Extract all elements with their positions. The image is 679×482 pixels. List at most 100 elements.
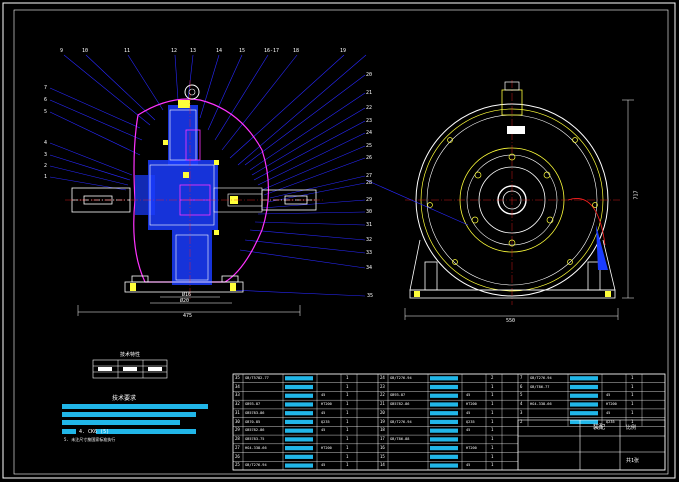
part-qty: 1 (346, 383, 349, 389)
part-number: 27 (235, 444, 240, 450)
part-number: 25 (235, 462, 240, 468)
part-material: 45 (466, 393, 471, 398)
parts-table-grid (233, 373, 665, 471)
part-name-highlight (285, 446, 313, 451)
small-table-title: 技术特性 (120, 352, 141, 358)
part-name-highlight (430, 411, 458, 416)
part-name-highlight (570, 402, 598, 407)
part-material: 45 (321, 428, 326, 433)
callout-22: 22 (366, 105, 373, 111)
part-number: 35 (235, 375, 240, 380)
part-number: 15 (380, 453, 385, 459)
part-name-highlight (430, 446, 458, 451)
part-name-highlight (570, 384, 598, 390)
part-material: Q235 (466, 419, 475, 424)
part-material: HT200 (466, 445, 477, 450)
callout-10: 10 (82, 48, 89, 54)
part-code: GB5782-86 (245, 428, 265, 433)
part-name-highlight (570, 419, 598, 425)
part-material: 45 (321, 410, 326, 415)
callout-31: 31 (366, 222, 373, 228)
part-material: 45 (321, 463, 326, 468)
part-number: 26 (235, 453, 240, 459)
part-code: GB5783-75 (245, 437, 265, 442)
tech-req-title: 技术要求 (112, 395, 137, 402)
callout-23: 23 (366, 118, 373, 124)
part-name-highlight (430, 428, 458, 433)
callout-9: 9 (60, 48, 64, 54)
tech-requirements-block (62, 404, 208, 434)
part-qty: 1 (491, 383, 494, 389)
part-qty: 1 (346, 418, 349, 424)
part-name-highlight (285, 454, 313, 459)
callout-7: 7 (44, 85, 48, 91)
callout-4: 4 (44, 140, 48, 146)
part-number: 31 (235, 409, 240, 415)
callout-18: 18 (293, 48, 300, 54)
end-view (365, 80, 634, 320)
part-name-highlight (285, 411, 313, 416)
part-number: 19 (380, 418, 385, 424)
callout-28: 28 (366, 180, 373, 186)
part-code: GB/T86-88 (390, 437, 410, 442)
part-code: GB5783-86 (245, 410, 265, 415)
part-qty: 1 (631, 375, 634, 380)
part-material: 45 (466, 463, 471, 468)
part-name-highlight (430, 376, 458, 381)
part-number: 28 (235, 436, 240, 442)
callout-35: 35 (367, 293, 374, 299)
part-name-highlight (430, 393, 458, 398)
callout-11: 11 (124, 48, 131, 54)
callout-33: 33 (366, 250, 373, 256)
part-number: 34 (235, 383, 240, 389)
part-number: 22 (380, 392, 385, 398)
part-code: GB/T86-77 (530, 384, 550, 389)
part-qty: 1 (631, 383, 634, 389)
part-number: 2 (520, 418, 523, 424)
part-qty: 1 (491, 444, 494, 450)
part-qty: 1 (346, 427, 349, 433)
callout-34: 34 (366, 265, 373, 271)
callout-20: 20 (366, 72, 373, 78)
part-number: 32 (235, 401, 240, 407)
dim-mid: Ø20 (180, 298, 190, 304)
tech-req-note-5: 5. 未注尺寸按国家标准执行 (64, 437, 116, 442)
part-qty: 1 (491, 462, 494, 468)
part-name-highlight (285, 419, 313, 425)
part-qty: 1 (346, 444, 349, 450)
callout-6: 6 (44, 97, 48, 103)
part-name-highlight (285, 376, 313, 381)
part-qty: 1 (346, 401, 349, 407)
part-code: GB93-87 (390, 393, 406, 398)
dim-endview-width: 550 (506, 318, 516, 324)
part-name-highlight (430, 419, 458, 425)
part-number: 21 (380, 401, 385, 407)
part-qty: 1 (491, 427, 494, 433)
part-number: 7 (520, 375, 523, 380)
part-number: 17 (380, 436, 385, 442)
callout-2: 2 (44, 163, 48, 169)
part-material: HT200 (321, 402, 332, 407)
dim-overall: 475 (183, 313, 193, 319)
part-code: GB/T276-94 (390, 419, 412, 424)
callout-15: 15 (239, 48, 246, 54)
part-name-highlight (430, 454, 458, 459)
callout-29: 29 (366, 197, 373, 203)
part-number: 6 (520, 383, 523, 389)
part-number: 20 (380, 409, 385, 415)
part-name-highlight (570, 411, 598, 416)
part-code: GB93-87 (245, 402, 261, 407)
callout-21: 21 (366, 90, 373, 96)
callout-27: 27 (366, 173, 373, 179)
part-material: HT200 (466, 402, 477, 407)
part-number: 4 (520, 401, 523, 407)
part-qty: 1 (631, 418, 634, 424)
part-qty: 1 (491, 392, 494, 398)
callout-26: 26 (366, 155, 373, 161)
section-view (49, 54, 367, 316)
part-number: 14 (380, 462, 385, 468)
part-code: GB/T276-94 (390, 376, 412, 380)
part-code: GB/T276-94 (530, 376, 552, 380)
callout-3: 3 (44, 152, 48, 158)
part-number: 5 (520, 392, 523, 398)
